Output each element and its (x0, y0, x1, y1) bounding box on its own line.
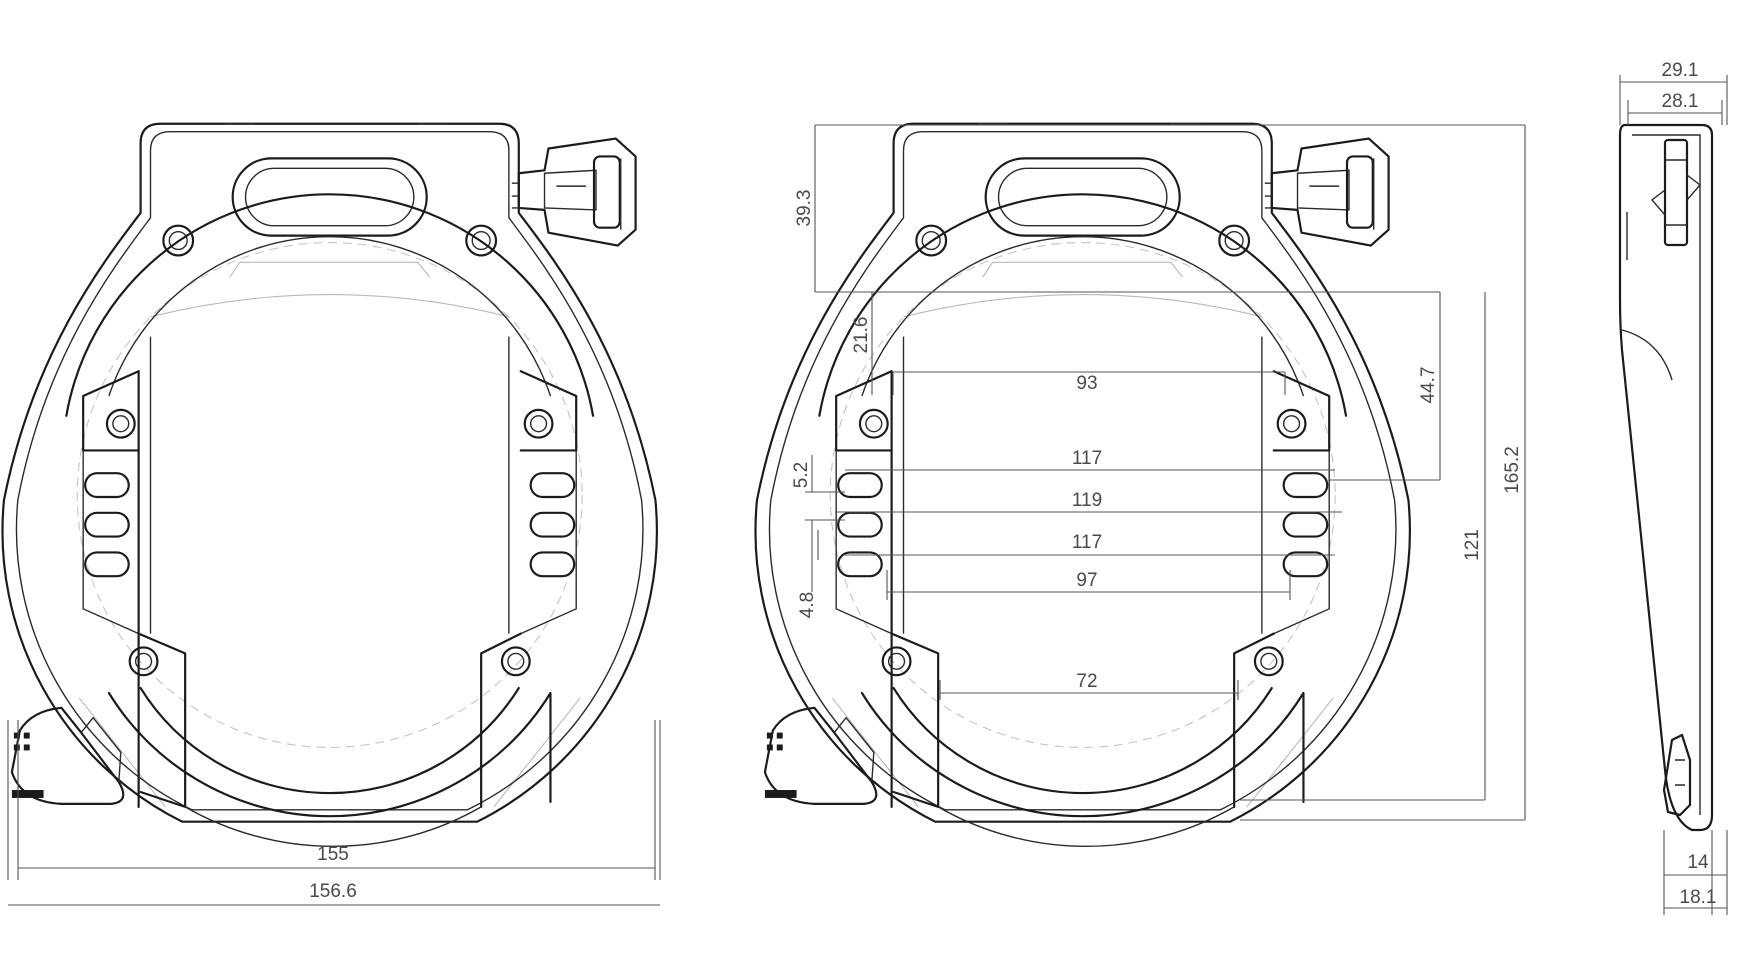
bottom-depth-inner-label: 14 (1687, 852, 1709, 873)
slot-gap-label: 4.8 (797, 592, 818, 618)
width-117-top-label: 117 (1072, 448, 1102, 469)
width-inner-label: 155 (317, 844, 349, 865)
width-72-label: 72 (1076, 671, 1097, 692)
slot-height-label: 5.2 (791, 462, 812, 488)
width-97-label: 97 (1076, 570, 1097, 591)
total-height-label: 165.2 (1502, 446, 1523, 494)
top-height-label: 39.3 (794, 190, 815, 227)
top-depth-outer-label: 29.1 (1662, 60, 1699, 81)
detail-view: 39.3 21.6 93 117 119 117 97 72 5.2 4.8 4… (754, 122, 1526, 848)
opening-height-label: 121 (1462, 529, 1483, 561)
width-119-label: 119 (1072, 490, 1102, 511)
front-view: 155 156.6 (1, 122, 661, 906)
width-117-bottom-label: 117 (1072, 532, 1102, 553)
side-key-shape (1663, 138, 1689, 247)
side-knob-shape (1662, 733, 1692, 817)
lock-detail-outline (754, 122, 1411, 848)
bottom-depth-outer-label: 18.1 (1680, 887, 1717, 908)
bracket-height-label: 44.7 (1418, 367, 1439, 404)
detail-dimension-lines (805, 124, 1526, 821)
side-view: 29.1 28.1 14 18.1 (1618, 60, 1728, 915)
ring-offset-label: 21.6 (851, 317, 872, 354)
top-depth-inner-label: 28.1 (1662, 91, 1699, 112)
width-93-label: 93 (1076, 373, 1097, 394)
width-dimension-lines (7, 720, 661, 906)
lock-front-outline (1, 122, 658, 848)
width-outer-label: 156.6 (309, 881, 357, 902)
side-dimension-lines (1619, 75, 1728, 915)
